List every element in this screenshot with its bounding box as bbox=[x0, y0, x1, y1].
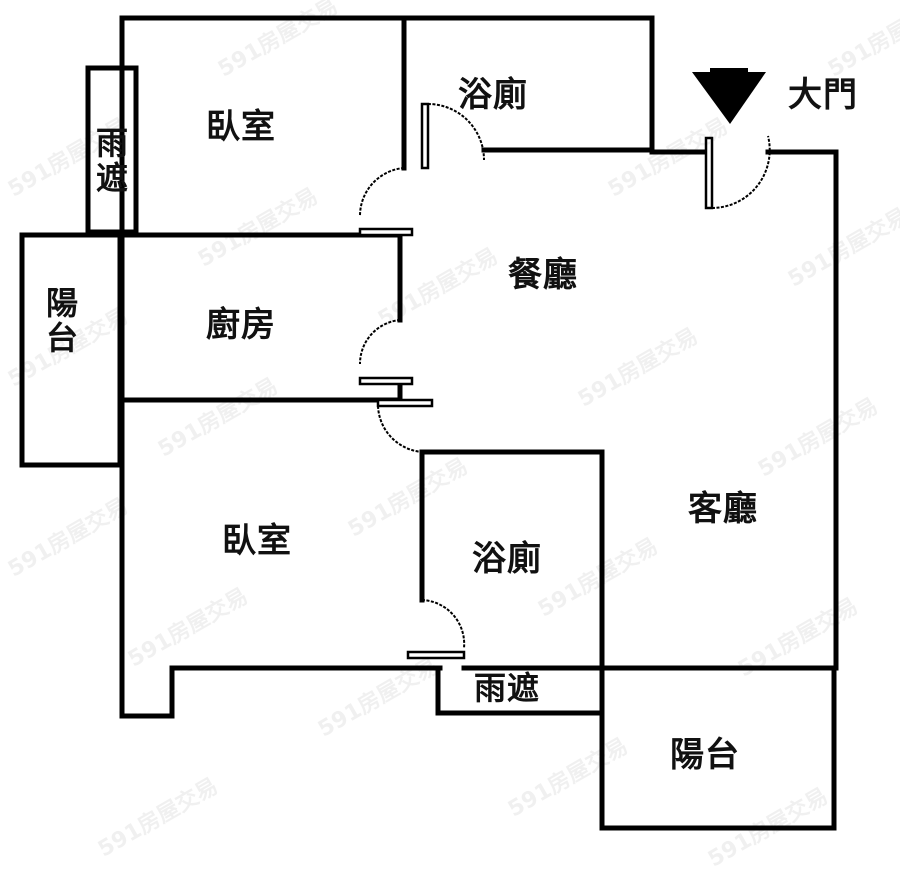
wall-bathroom-bottom bbox=[419, 449, 605, 671]
room-label-canopy-bottom: 雨遮 bbox=[474, 669, 541, 707]
wall-bedroom-bottom bbox=[119, 397, 443, 719]
room-label-balcony-left: 陽台 bbox=[45, 284, 78, 358]
door-bedroom-bottom bbox=[376, 398, 434, 408]
door-bathroom-bottom bbox=[406, 650, 466, 660]
door-entrance bbox=[704, 136, 714, 210]
room-label-balcony-bottom: 陽台 bbox=[670, 735, 740, 775]
room-label-bathroom-top: 浴廁 bbox=[458, 75, 528, 115]
room-label-bedroom-bottom: 臥室 bbox=[222, 521, 292, 561]
door-bathroom-top bbox=[420, 102, 430, 170]
wall-bathroom-top bbox=[401, 15, 655, 153]
wall-bedroom-top bbox=[119, 15, 407, 71]
room-label-kitchen: 廚房 bbox=[206, 305, 276, 345]
room-label-dining-room: 餐廳 bbox=[508, 255, 578, 295]
down-arrow-icon bbox=[692, 72, 766, 124]
floor-plan bbox=[19, 15, 839, 831]
wall-canopy-left bbox=[85, 65, 139, 235]
room-label-canopy-left: 雨遮 bbox=[95, 124, 128, 198]
wall-balcony-bottom bbox=[599, 665, 837, 831]
door-kitchen bbox=[358, 376, 414, 386]
room-label-bathroom-bottom: 浴廁 bbox=[472, 539, 542, 579]
wall-canopy-bottom bbox=[435, 665, 605, 716]
door-bedroom-top bbox=[358, 227, 414, 237]
entrance-label: 大門 bbox=[788, 75, 858, 115]
room-label-living-room: 客廳 bbox=[688, 489, 758, 529]
room-label-bedroom-top: 臥室 bbox=[206, 107, 276, 147]
